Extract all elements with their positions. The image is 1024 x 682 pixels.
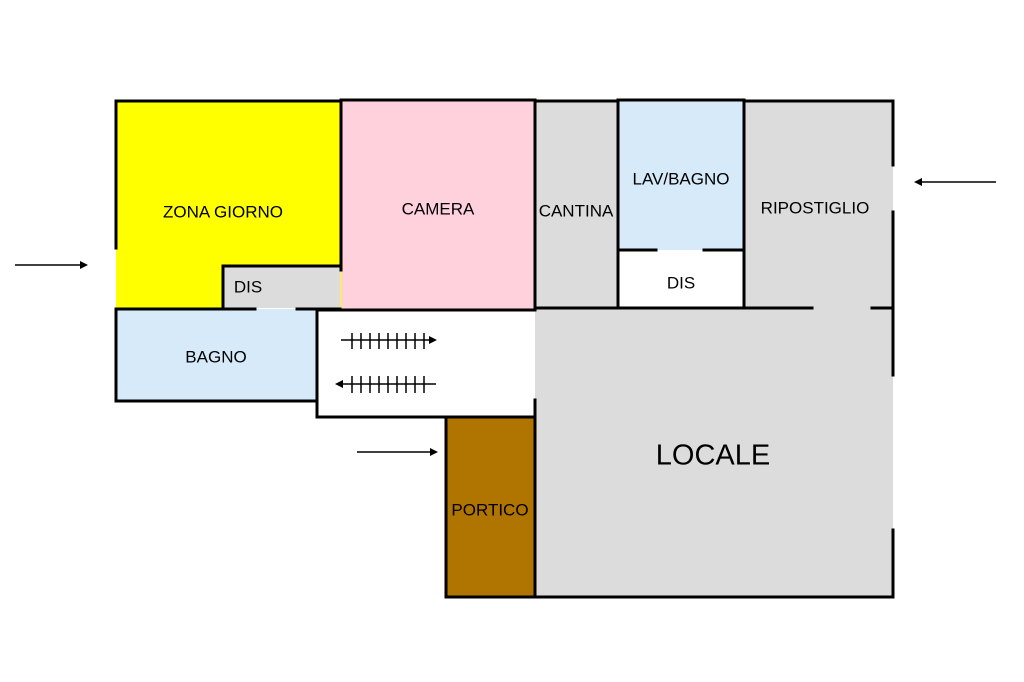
- arrow-right-icon: [15, 261, 88, 269]
- walls: [114, 98, 895, 599]
- label-ripostiglio: RIPOSTIGLIO: [761, 198, 870, 217]
- room-labels: ZONA GIORNO CAMERA CANTINA LAV/BAGNO DIS…: [163, 169, 869, 519]
- room-locale: [535, 308, 893, 597]
- stair-down-arrow-icon: [335, 376, 436, 393]
- room-bagno: [116, 309, 317, 401]
- label-cantina: CANTINA: [539, 201, 614, 220]
- room-fills: [116, 100, 893, 597]
- label-zona-giorno: ZONA GIORNO: [163, 202, 283, 221]
- stairs: [335, 333, 437, 393]
- room-ripostiglio: [744, 101, 893, 308]
- label-dis-right: DIS: [667, 273, 695, 292]
- room-camera: [341, 100, 535, 309]
- room-dis-right: [618, 250, 744, 308]
- arrow-right-icon: [357, 448, 438, 456]
- room-cantina: [535, 101, 618, 308]
- label-locale: LOCALE: [656, 440, 770, 472]
- arrow-left-icon: [914, 178, 996, 186]
- label-camera: CAMERA: [402, 199, 475, 218]
- label-lav-bagno: LAV/BAGNO: [633, 169, 730, 188]
- entrance-arrows: [15, 178, 996, 456]
- room-stairs: [317, 310, 535, 417]
- room-portico: [446, 417, 535, 597]
- stair-up-arrow-icon: [341, 333, 437, 349]
- room-lav-bagno: [618, 100, 744, 250]
- label-bagno: BAGNO: [185, 347, 246, 366]
- room-dis-left: [223, 266, 340, 308]
- label-dis-left: DIS: [234, 277, 262, 296]
- label-portico: PORTICO: [451, 500, 528, 519]
